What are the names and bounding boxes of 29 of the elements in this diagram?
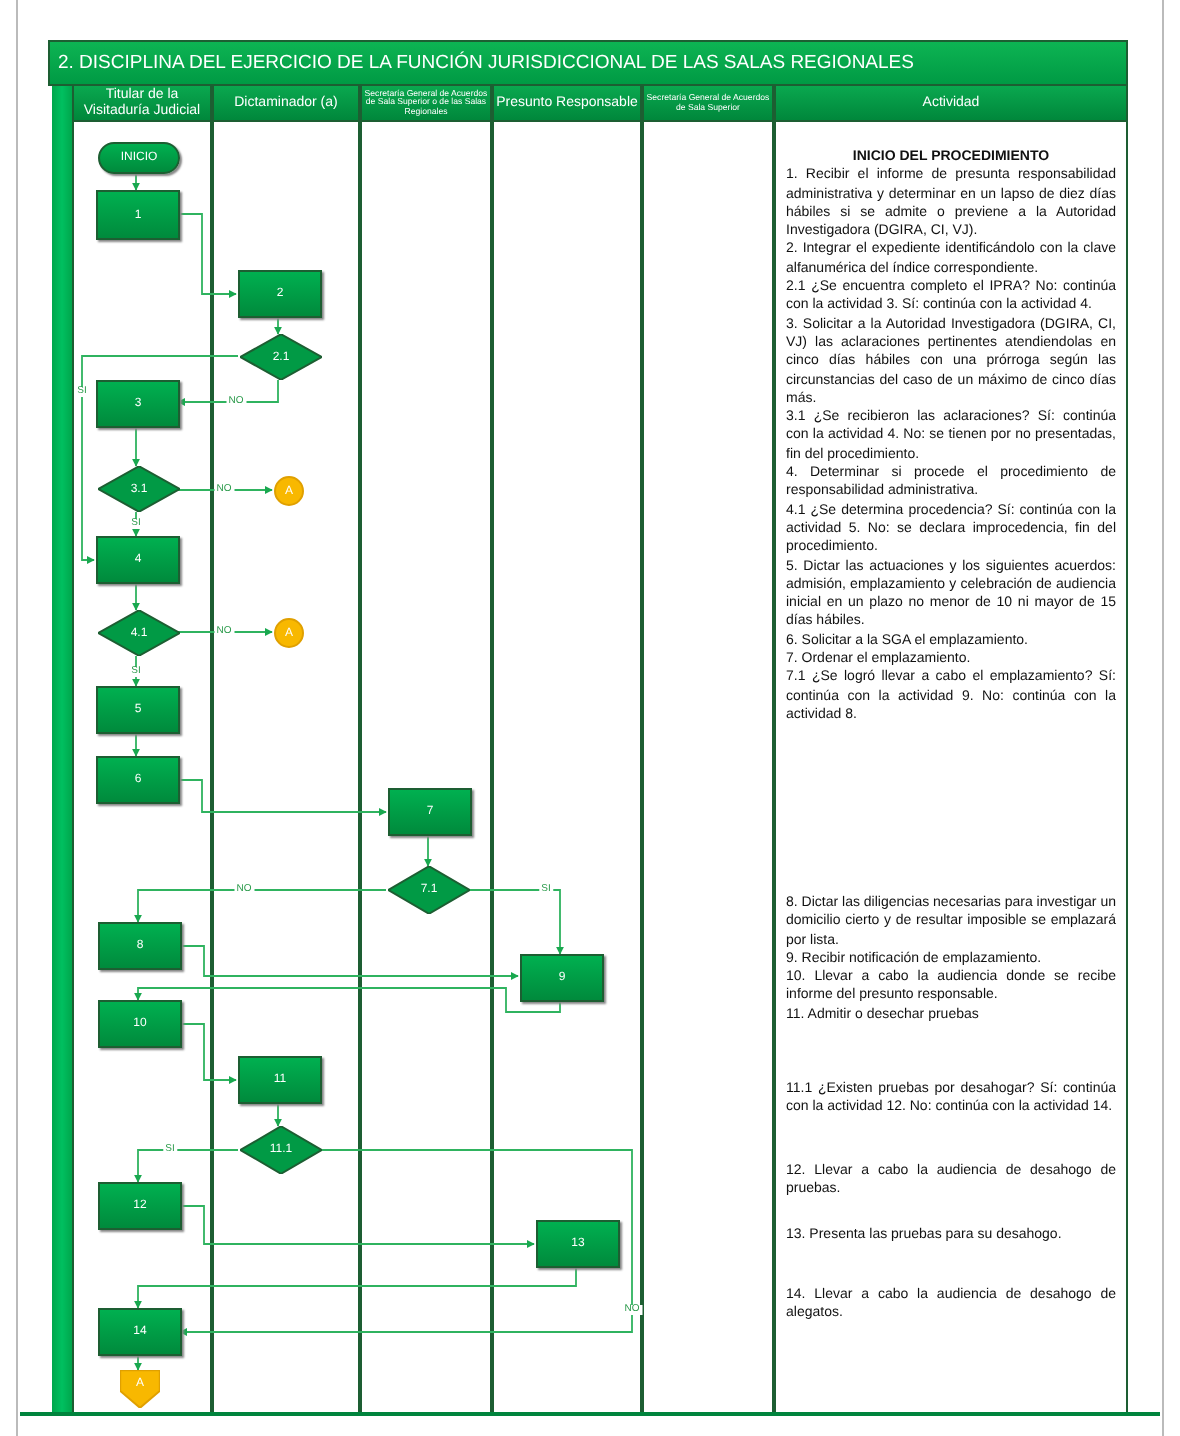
arrow [81, 355, 239, 564]
arrow [274, 1103, 282, 1127]
arrow [177, 779, 387, 816]
arrow [132, 655, 140, 687]
arrow [134, 987, 561, 1013]
activity-column [774, 86, 1128, 1412]
arrow [179, 1023, 237, 1084]
arrow [134, 1267, 577, 1309]
title-bar: 2. DISCIPLINA DEL EJERCICIO DE LA FUNCIÓN JURISDICCIONAL DE LAS SALAS REGIONALES [48, 40, 1128, 86]
arrow [132, 427, 140, 467]
swimlane [212, 86, 360, 1412]
arrow [177, 379, 279, 406]
swimlane [72, 86, 212, 1412]
arrow [179, 1205, 535, 1248]
arrow [132, 733, 140, 757]
arrow [274, 317, 282, 335]
swimlane [642, 86, 774, 1412]
arrow [134, 889, 387, 923]
arrow [132, 583, 140, 611]
arrow [424, 835, 432, 867]
arrow [132, 173, 140, 191]
arrow [179, 945, 519, 980]
arrow [179, 1149, 633, 1336]
swimlane [492, 86, 642, 1412]
arrow [467, 889, 564, 955]
arrow [177, 213, 237, 298]
swimlane [360, 86, 492, 1412]
arrow [134, 1149, 239, 1183]
arrow [134, 1355, 142, 1371]
